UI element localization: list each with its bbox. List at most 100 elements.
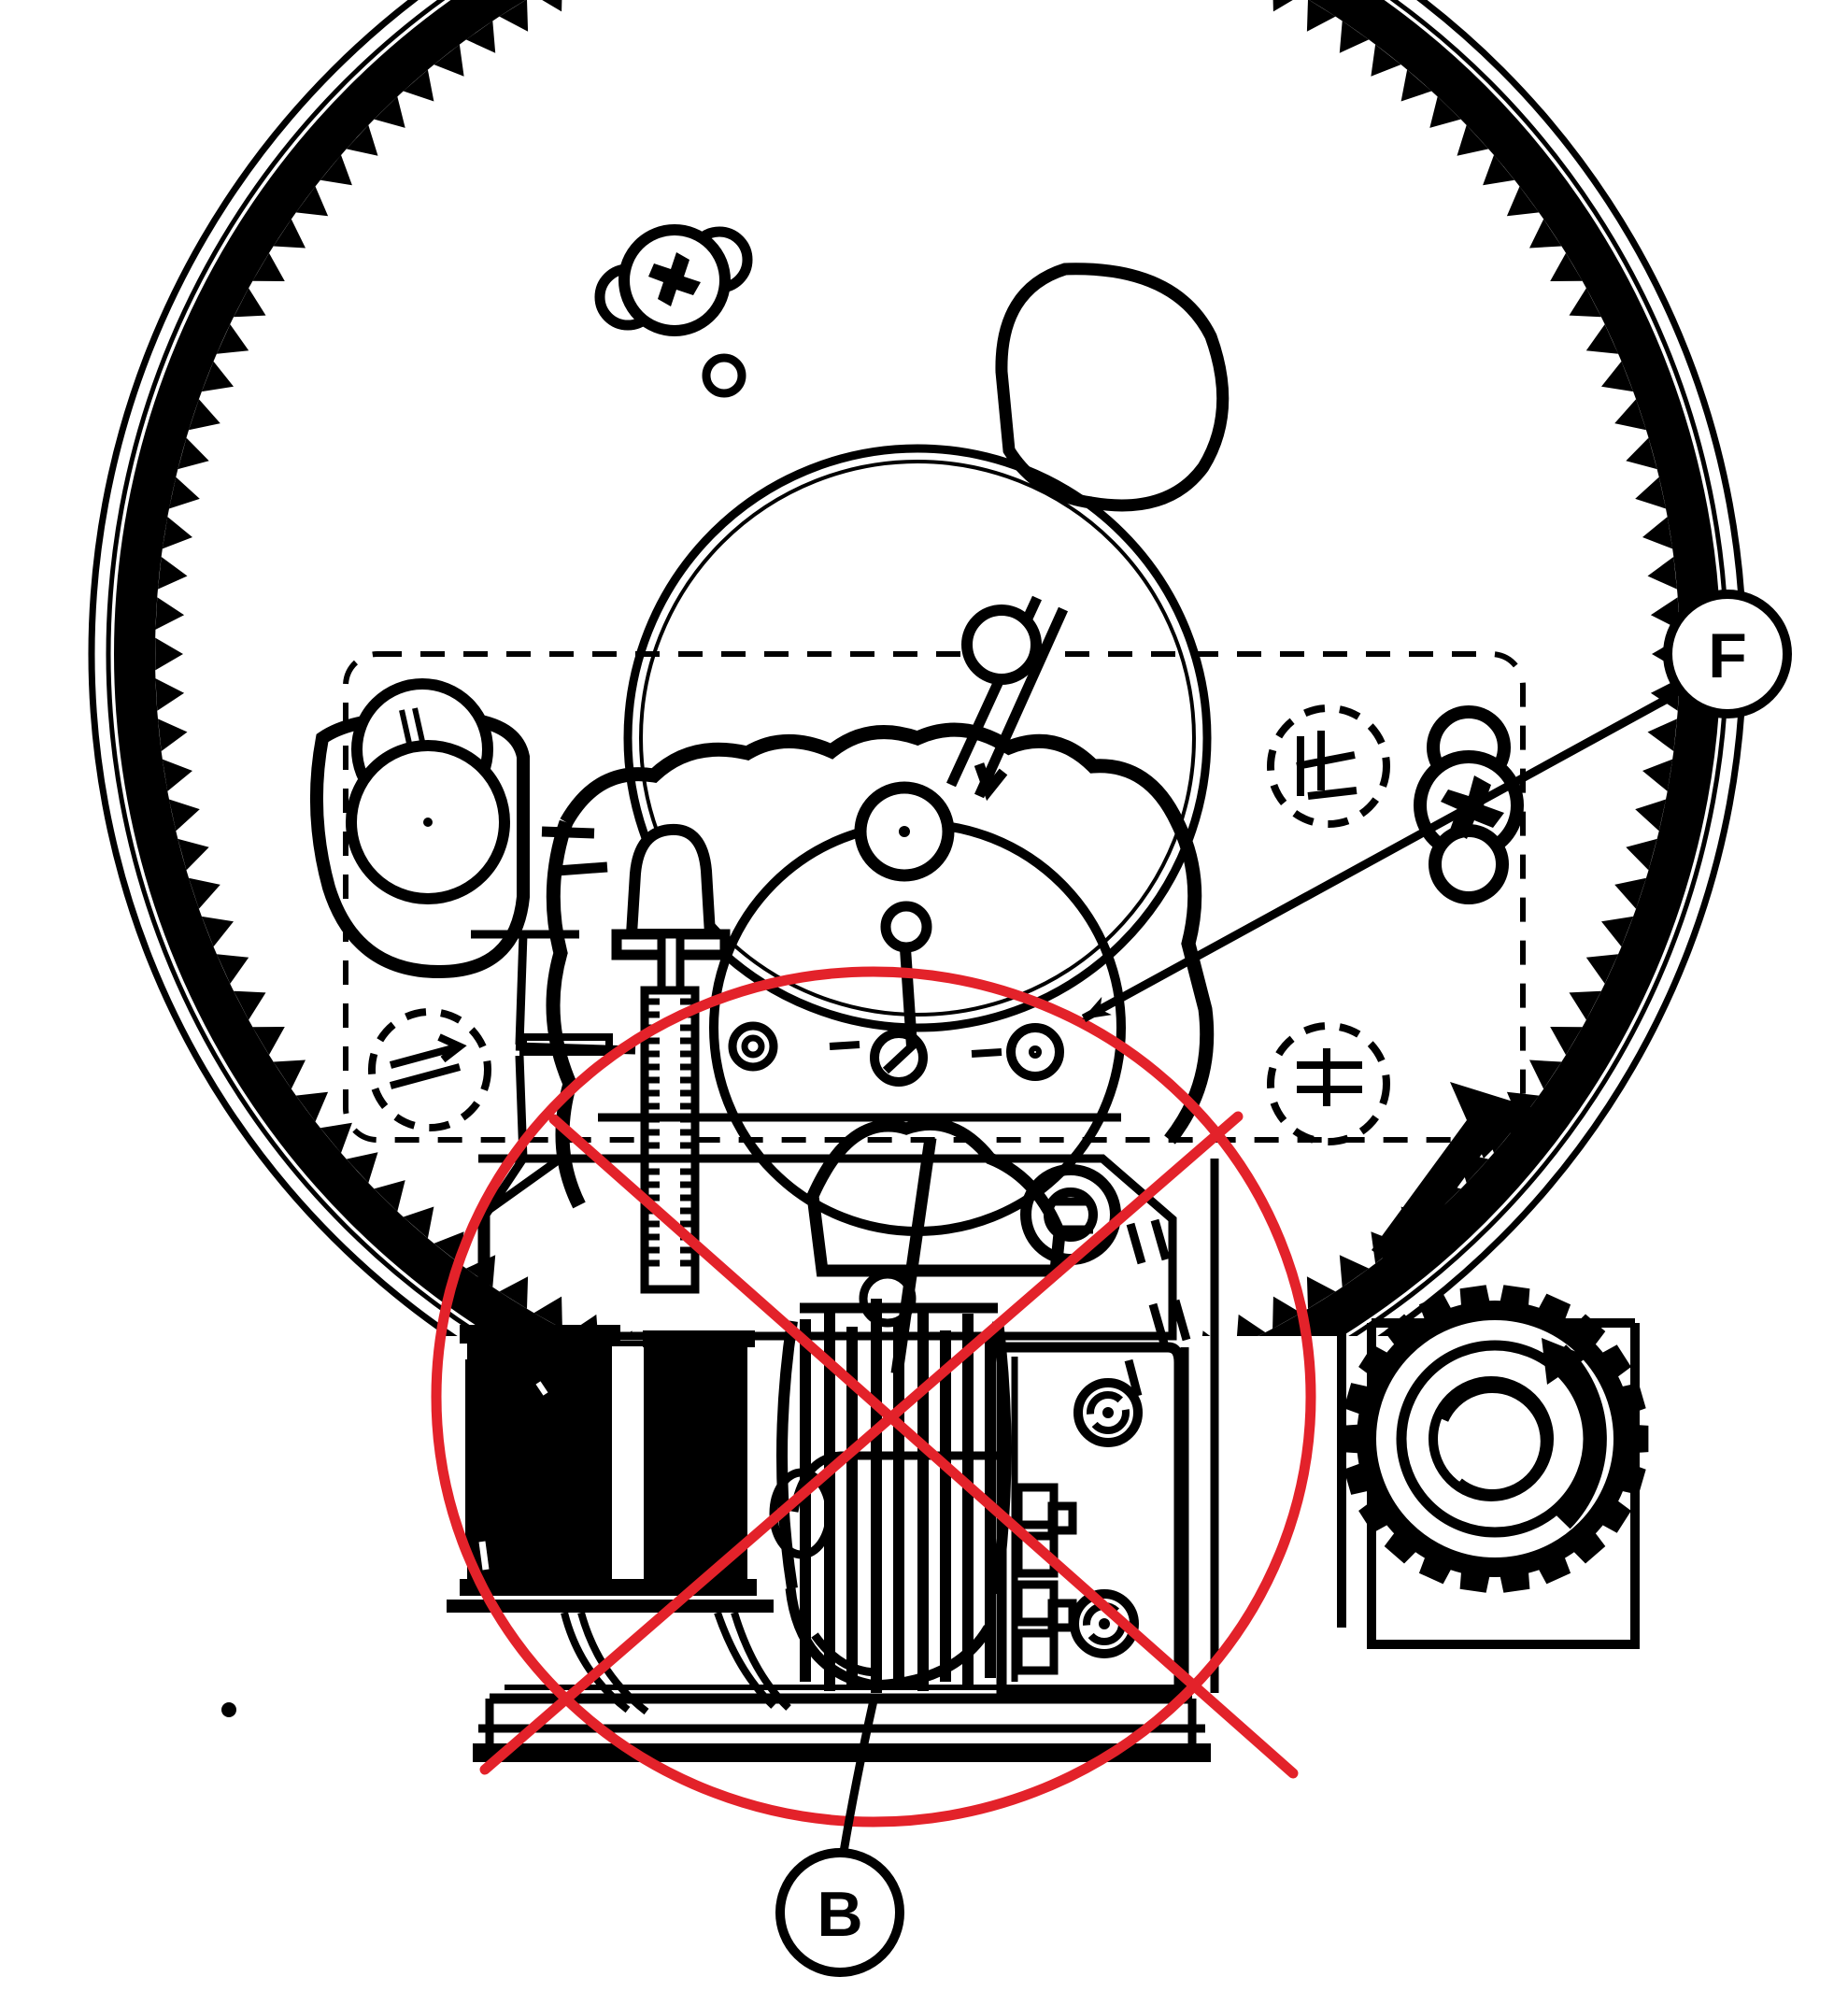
- ring-gear-tooth: [234, 990, 266, 1020]
- hidden-circle-right-upper: [1267, 704, 1390, 828]
- ring-gear-tooth: [1585, 954, 1619, 984]
- ring-gear-tooth: [1647, 718, 1677, 751]
- ring-gear-tooth: [216, 324, 249, 354]
- detail-screw-row: [728, 1021, 1064, 1087]
- ring-gear-tooth: [1635, 476, 1667, 509]
- ring-gear-tooth: [1601, 361, 1634, 392]
- ring-gear-tooth: [1429, 96, 1461, 128]
- ring-gear-tooth: [201, 361, 234, 392]
- cam-pin-eyelet: [859, 1270, 917, 1328]
- ring-gear-tooth: [374, 1180, 405, 1212]
- small-hole-top: [702, 353, 746, 398]
- callout-b-leader: [839, 1699, 878, 1853]
- ring-gear-tooth: [1457, 124, 1489, 156]
- ring-gear-tooth: [158, 557, 188, 590]
- ring-gear-tooth: [533, 1296, 562, 1330]
- phillips-screw-top: [594, 224, 753, 336]
- ring-gear-tooth: [403, 69, 434, 102]
- mounting-plate-right: [996, 1159, 1219, 1697]
- red-cross-stroke-2: [479, 1111, 1244, 1775]
- ring-gear-tooth: [1585, 324, 1619, 354]
- ring-gear-tooth: [1506, 186, 1540, 217]
- ring-gear-tooth: [346, 1152, 378, 1184]
- callout-b[interactable]: B: [775, 1699, 904, 1977]
- ring-gear-tooth: [465, 21, 496, 53]
- ring-gear-tooth: [252, 252, 285, 281]
- ring-gear-tooth: [1306, 1276, 1336, 1309]
- ring-gear-tooth: [434, 44, 464, 77]
- callout-b-label: B: [817, 1879, 862, 1950]
- ring-gear-tooth: [273, 219, 306, 249]
- ring-gear-tooth: [189, 399, 220, 431]
- hidden-circle-left-upper: [368, 1008, 491, 1131]
- ring-gear-tooth: [155, 597, 185, 630]
- ring-gear-tooth: [374, 96, 405, 128]
- ring-gear-tooth: [162, 759, 192, 791]
- red-strikeout-mark: [431, 966, 1316, 1827]
- ring-gear-tooth: [1400, 69, 1432, 102]
- ring-gear-tooth: [1642, 759, 1673, 791]
- ring-gear-tooth: [1569, 288, 1601, 318]
- ring-gear-tooth: [403, 1206, 434, 1239]
- ring-gear-tooth: [273, 1059, 306, 1089]
- ring-gear-tooth: [499, 0, 529, 32]
- ring-gear-tooth: [189, 877, 220, 909]
- ring-gear-tooth: [1339, 1255, 1370, 1287]
- ring-gear-tooth: [1272, 0, 1293, 12]
- lobe-boss-left: [309, 678, 530, 979]
- ring-gear-tooth: [1550, 1027, 1583, 1056]
- callout-f-label: F: [1708, 620, 1747, 691]
- hidden-circle-right-lower: [1267, 1022, 1390, 1145]
- tension-spring-screw: [611, 823, 731, 1294]
- misc-detail-marks: [1124, 1218, 1191, 1398]
- ring-gear-tooth: [1601, 916, 1634, 947]
- ring-gear-tooth: [178, 437, 209, 470]
- field-coil-blocks: [447, 1325, 774, 1613]
- callout-f-leader: [1081, 692, 1675, 1022]
- ring-gear-tooth: [542, 0, 562, 12]
- red-cross-stroke-1: [548, 1114, 1299, 1779]
- ring-gear-tooth: [295, 186, 329, 217]
- ring-gear-tooth: [216, 954, 249, 984]
- ring-gear-tooth: [201, 916, 234, 947]
- ring-gear-tooth: [295, 1091, 329, 1122]
- ring-gear-tooth: [1569, 990, 1601, 1020]
- ring-gear-tooth: [1306, 0, 1336, 32]
- ring-gear-tooth: [346, 124, 378, 156]
- ring-gear-tooth: [155, 678, 185, 711]
- ring-gear-tooth: [158, 718, 188, 751]
- ring-gear-tooth: [1550, 252, 1583, 281]
- ring-gear-tooth: [168, 799, 200, 832]
- ring-gear-tooth: [155, 637, 183, 671]
- phillips-screw-right: [1414, 705, 1524, 904]
- ring-gear-tooth: [1626, 838, 1657, 871]
- rotation-direction-arrow: [1372, 1082, 1534, 1269]
- ring-gear-tooth: [162, 517, 192, 549]
- ring-gear-tooth: [499, 1276, 529, 1309]
- ring-gear-tooth: [1236, 1314, 1266, 1336]
- base-plate: [473, 1685, 1211, 1762]
- stray-speck: [221, 1702, 236, 1717]
- ring-gear-tooth: [1614, 399, 1646, 431]
- callout-f-circle: [1663, 590, 1792, 718]
- starter-body-outline: [541, 595, 1215, 1236]
- ring-gear-tooth: [320, 1122, 352, 1154]
- cam-lever-shape: [806, 1117, 1066, 1277]
- bell-housing-face: [623, 444, 1212, 1032]
- ring-gear-tooth: [234, 288, 266, 318]
- ring-gear-tooth: [1626, 437, 1657, 470]
- ring-gear-tooth: [1635, 799, 1667, 832]
- callout-f[interactable]: F: [1081, 590, 1792, 1022]
- ring-gear-tooth: [1529, 1059, 1562, 1089]
- ring-gear-tooth: [1339, 21, 1370, 53]
- ring-gear-tooth: [1642, 517, 1673, 549]
- access-opening-polygon: [995, 263, 1230, 512]
- ring-gear-tooth: [168, 476, 200, 509]
- ring-gear-tooth: [1614, 877, 1646, 909]
- ring-gear-tooth: [320, 154, 352, 186]
- ring-gear-tooth: [252, 1027, 285, 1056]
- ring-gear-tooth: [178, 838, 209, 871]
